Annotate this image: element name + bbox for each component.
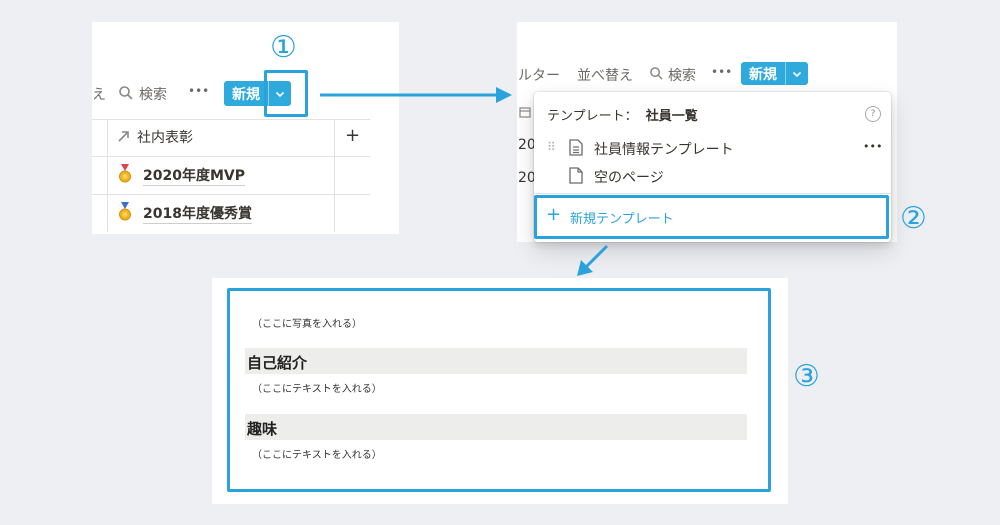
step1-highlight [264, 70, 308, 117]
database-view-panel [92, 22, 399, 234]
table-row-border [92, 194, 370, 195]
table-row[interactable]: 2018年度優秀賞 [143, 203, 252, 224]
template-dropdown-menu [534, 92, 891, 242]
item-more-icon[interactable]: ••• [863, 140, 883, 153]
new-button[interactable]: 新規 [749, 66, 777, 83]
table-top-border [92, 119, 370, 120]
new-button-group: 新規 [741, 62, 808, 85]
template-item[interactable]: 空のページ [594, 170, 664, 186]
table-col-divider [334, 119, 335, 232]
table-col-divider [107, 119, 108, 232]
photo-placeholder[interactable]: （ここに写真を入れる） [252, 319, 362, 330]
row-title: 2020年度MVP [143, 168, 245, 186]
filter-button[interactable]: ルター [518, 68, 560, 84]
page-icon [569, 167, 583, 184]
button-divider [785, 62, 786, 85]
new-template-button[interactable]: 新規テンプレート [570, 212, 674, 227]
dropdown-title: テンプレート： 社員一覧 [547, 105, 698, 124]
plus-icon: + [546, 204, 562, 225]
calendar-icon [519, 106, 531, 118]
button-divider [268, 81, 269, 106]
dropdown-divider [534, 193, 891, 194]
dropdown-title-prefix: テンプレート： [547, 109, 638, 124]
step3-marker: ③ [793, 359, 820, 394]
more-options-icon[interactable]: ••• [188, 84, 210, 98]
flow-arrow-down-left [577, 244, 609, 276]
document-icon [569, 139, 583, 156]
step2-highlight [534, 195, 889, 239]
search-button[interactable]: 検索 [668, 68, 696, 84]
template-item[interactable]: 社員情報テンプレート [594, 142, 734, 158]
new-button[interactable]: 新規 [232, 86, 260, 103]
search-icon[interactable] [649, 66, 664, 81]
medal-red-ribbon-icon [117, 164, 133, 184]
flow-arrow-right [320, 87, 512, 103]
dropdown-title-database: 社員一覧 [645, 109, 698, 124]
heading-block [245, 414, 747, 440]
template-page-panel [212, 278, 788, 504]
step1-marker: ① [270, 30, 297, 65]
row-title: 2018年度優秀賞 [143, 206, 252, 224]
row-value-partial: 20 [518, 137, 536, 153]
section-heading[interactable]: 趣味 [247, 420, 278, 438]
new-button-group: 新規 [224, 81, 291, 106]
heading-block [245, 348, 747, 374]
sort-button[interactable]: 並べ替え [577, 68, 633, 84]
search-icon[interactable] [118, 85, 134, 101]
chevron-down-icon[interactable] [269, 88, 291, 100]
text-placeholder[interactable]: （ここにテキストを入れる） [252, 450, 382, 461]
help-icon[interactable]: ? [865, 106, 881, 122]
column-header-label[interactable]: 社内表彰 [137, 130, 193, 146]
add-column-button[interactable]: + [345, 125, 361, 146]
medal-blue-ribbon-icon [117, 202, 133, 222]
table-row[interactable]: 2020年度MVP [143, 165, 245, 186]
more-options-icon[interactable]: ••• [711, 65, 733, 79]
search-button[interactable]: 検索 [139, 87, 167, 103]
text-placeholder[interactable]: （ここにテキストを入れる） [252, 384, 382, 395]
toolbar-partial-label: え [92, 87, 106, 103]
drag-handle-icon[interactable]: ⠿ [547, 140, 556, 154]
chevron-down-icon[interactable] [786, 68, 808, 80]
step2-marker: ② [900, 201, 927, 236]
table-header-border [92, 156, 370, 157]
step3-highlight [227, 288, 771, 492]
section-heading[interactable]: 自己紹介 [247, 354, 308, 372]
row-value-partial: 20 [518, 170, 536, 186]
arrow-upright-icon [117, 129, 131, 143]
